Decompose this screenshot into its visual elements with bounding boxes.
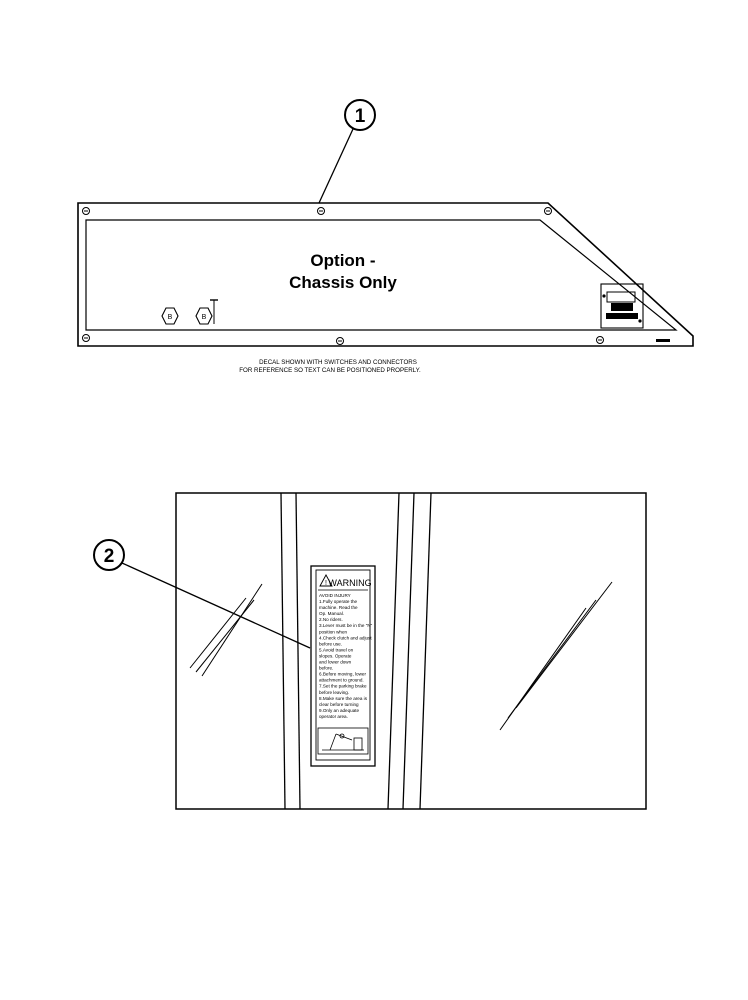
switch-connector-block (600, 283, 644, 329)
warning-text-line: 4.Check clutch and adjust (319, 635, 372, 640)
warning-text-line: 3.Lever must be in the "N" (319, 623, 373, 628)
warning-text-line: slopes. Operate (319, 654, 352, 659)
warning-text-line: and lower down (319, 660, 352, 665)
panel-title-line2: Chassis Only (289, 273, 397, 292)
hex-symbol-icon: B (195, 299, 218, 325)
window-frame (175, 492, 647, 810)
warning-text-line: 1.Fully operate the (319, 599, 357, 604)
svg-text:2: 2 (104, 546, 115, 567)
screw-icon (596, 336, 604, 344)
warning-pictogram-icon (317, 727, 369, 755)
warning-text-line: 9.Only an adequate (319, 708, 360, 713)
screw-icon (544, 207, 552, 215)
warning-text-line: before leaving. (319, 690, 349, 695)
glass-reflection-left (189, 583, 263, 677)
warning-text-line: attachment to ground. (319, 678, 364, 683)
panel-screws (82, 207, 604, 345)
warning-text-line: Op. Manual. (319, 611, 344, 616)
warning-text-line: AVOID INJURY (319, 593, 351, 598)
panel-tab-marker (656, 339, 670, 342)
svg-text:!: ! (325, 580, 327, 587)
warning-text-line: position when (319, 629, 348, 634)
svg-text:B: B (202, 314, 207, 321)
callout-2: 2 (93, 539, 311, 649)
warning-text-line: machine. Read the (319, 605, 358, 610)
warning-heading: WARNING (328, 578, 371, 588)
panel-title-line1: Option - (310, 251, 375, 270)
warning-triangle-icon (319, 574, 333, 587)
hex-symbol-icon: B (161, 307, 179, 325)
callout-1: 1 (318, 99, 376, 204)
glass-reflection-right (499, 581, 613, 731)
svg-text:1: 1 (355, 106, 366, 127)
warning-text-line: 5.Avoid travel on (319, 647, 354, 652)
screw-icon (336, 337, 344, 345)
screw-icon (317, 207, 325, 215)
warning-text-line: 6.Before moving, lower (319, 672, 366, 677)
svg-text:B: B (168, 314, 173, 321)
warning-text-line: before. (319, 666, 333, 671)
panel-inner-outline (85, 219, 678, 331)
warning-text-line: before use. (319, 641, 342, 646)
panel-note-line2: FOR REFERENCE SO TEXT CAN BE POSITIONED … (239, 367, 421, 374)
panel-decal-figure: B B Option - Chassis Only DECAL SHOWN WI… (77, 99, 694, 374)
screw-icon (82, 334, 90, 342)
warning-text-line: 7.Set the parking brake (319, 684, 367, 689)
warning-text-line: 8.Make sure the area is (319, 696, 368, 701)
panel-note-line1: DECAL SHOWN WITH SWITCHES AND CONNECTORS (259, 359, 417, 366)
warning-text-line: 2.No riders. (319, 617, 343, 622)
warning-text-line: operator area. (319, 714, 348, 719)
warning-text-line: clear before turning (319, 702, 359, 707)
screw-icon (82, 207, 90, 215)
panel-outline (77, 202, 694, 347)
